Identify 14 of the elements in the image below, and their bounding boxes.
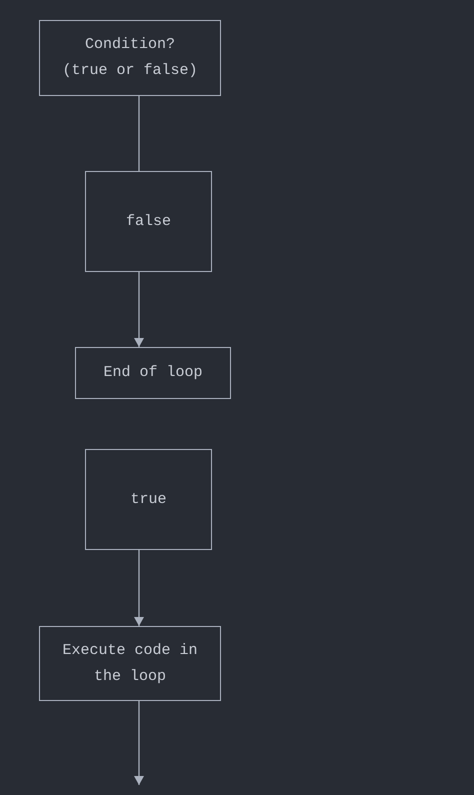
process-box — [39, 20, 221, 96]
connector-line — [138, 96, 140, 171]
process-box — [85, 171, 212, 272]
arrow — [134, 550, 144, 626]
box-label: Condition? (true or false) — [62, 35, 198, 81]
box-label: true — [130, 490, 168, 510]
arrow — [134, 272, 144, 347]
process-box — [85, 449, 212, 550]
process-box — [39, 626, 221, 701]
box-label: End of loop — [102, 363, 204, 383]
box-label: Execute code in the loop — [62, 640, 198, 686]
arrow — [134, 701, 144, 785]
process-box — [75, 347, 231, 399]
box-label: false — [125, 212, 172, 232]
